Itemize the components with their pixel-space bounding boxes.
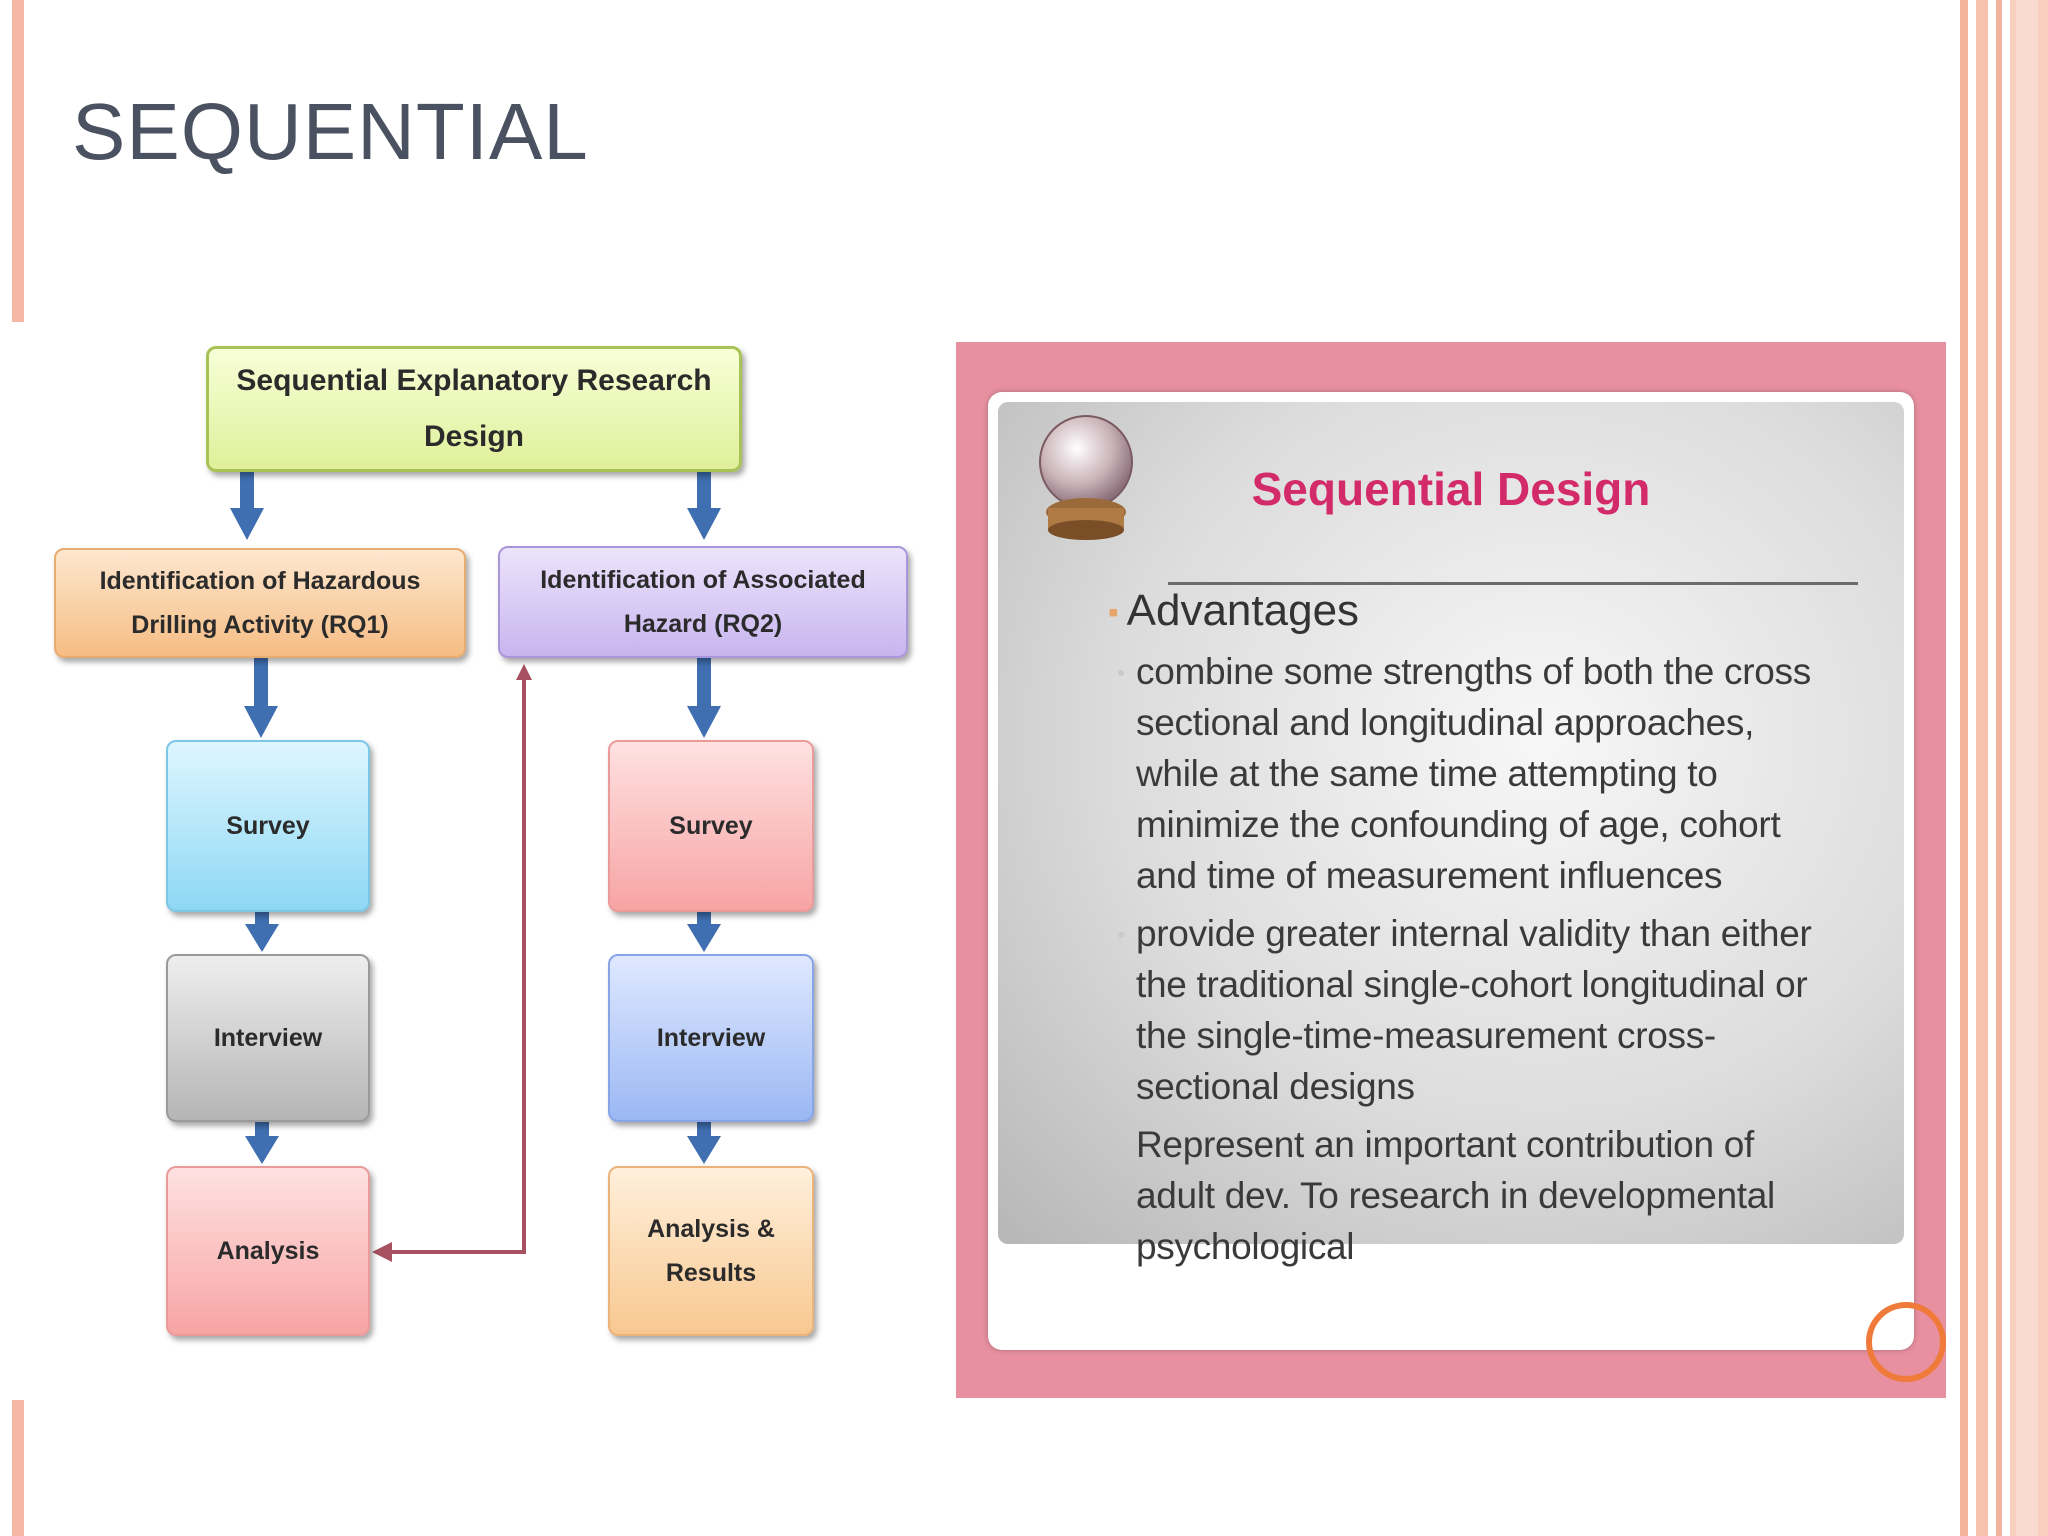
embedded-slide-card: Sequential Design ▪Advantages combine so…: [988, 392, 1914, 1350]
arrow-main-to-rq2: [687, 472, 721, 540]
right-accent-stripe: [2016, 0, 2038, 1536]
box-left-survey: Survey: [166, 740, 370, 912]
arrow-rq2-to-survey: [687, 658, 721, 738]
advantage-item: provide greater internal validity than e…: [1118, 908, 1906, 1112]
box-right-survey: Survey: [608, 740, 814, 912]
orange-circle-decoration: [1866, 1302, 1946, 1382]
arrow-main-to-rq1: [230, 472, 264, 540]
advantages-heading: ▪Advantages: [1108, 586, 1359, 636]
feedback-arrow-analysis-to-rq2: [372, 664, 532, 1262]
advantage-item: combine some strengths of both the cross…: [1118, 646, 1906, 901]
box-left-analysis: Analysis: [166, 1166, 370, 1336]
advantages-list: combine some strengths of both the cross…: [1118, 646, 1906, 1279]
advantages-heading-text: Advantages: [1126, 586, 1360, 635]
arrow-left-survey-to-interview: [245, 912, 279, 952]
box-sequential-explanatory-design: Sequential Explanatory Research Design: [206, 346, 742, 472]
arrow-right-survey-to-interview: [687, 912, 721, 952]
right-accent-stripe: [1976, 0, 1988, 1536]
box-right-interview: Interview: [608, 954, 814, 1122]
bullet-icon: ▪: [1108, 596, 1119, 630]
box-right-analysis-results: Analysis & Results: [608, 1166, 814, 1336]
embedded-slide-body: Sequential Design ▪Advantages combine so…: [998, 402, 1904, 1267]
title-underline: [1168, 582, 1858, 585]
left-accent-stripe-top: [12, 0, 24, 322]
box-rq2-associated-hazard: Identification of Associated Hazard (RQ2…: [498, 546, 908, 658]
advantage-item: Represent an important contribution of a…: [1118, 1119, 1906, 1272]
left-accent-stripe-bottom: [12, 1400, 24, 1536]
arrow-left-interview-to-analysis: [245, 1122, 279, 1164]
flowchart: Sequential Explanatory Research Design I…: [0, 320, 940, 1400]
slide-title: SEQUENTIAL: [72, 87, 589, 176]
box-rq1-hazardous-activity: Identification of Hazardous Drilling Act…: [54, 548, 466, 658]
right-accent-stripe: [1960, 0, 1968, 1536]
right-accent-stripe: [1996, 0, 2002, 1536]
flowchart-arrows: [230, 472, 721, 1262]
arrow-rq1-to-survey: [244, 658, 278, 738]
embedded-slide-image: Sequential Design ▪Advantages combine so…: [956, 342, 1946, 1398]
box-left-interview: Interview: [166, 954, 370, 1122]
arrow-right-interview-to-results: [687, 1122, 721, 1164]
crystal-globe-icon: [1039, 415, 1133, 540]
embedded-slide-title: Sequential Design: [1251, 463, 1651, 515]
